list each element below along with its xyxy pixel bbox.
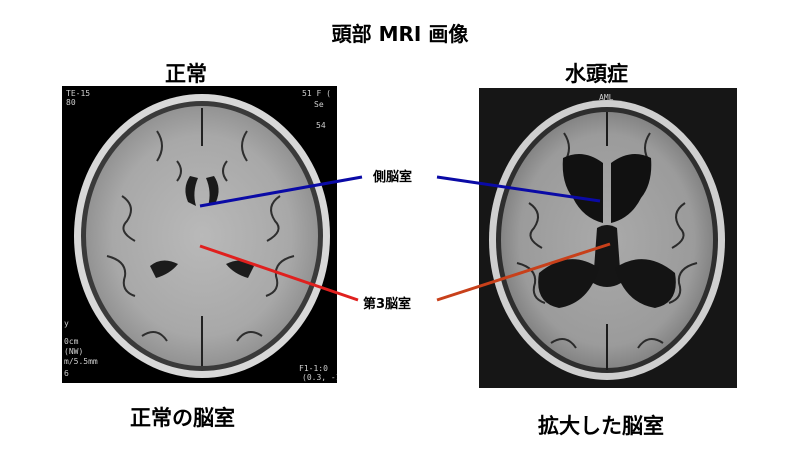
overlay-text-tr-1: 51 F ( bbox=[302, 89, 331, 98]
third-line-right bbox=[436, 242, 611, 302]
overlay-text-br-1: F1-1:0 bbox=[299, 364, 328, 373]
lateral-line-right bbox=[436, 175, 601, 203]
overlay-text-tl-1: TE-15 bbox=[66, 89, 90, 98]
overlay-text-bl-1: y bbox=[64, 319, 69, 328]
normal-brain-drawing: TE-15 80 51 F ( Se 54 y 0cm (NW) m/5.5mm… bbox=[64, 89, 337, 382]
overlay-text-bl-2: 0cm bbox=[64, 337, 79, 346]
normal-heading: 正常 bbox=[165, 62, 207, 86]
hydrocephalus-heading: 水頭症 bbox=[565, 62, 628, 86]
hydrocephalus-mri-image: AML bbox=[479, 88, 737, 388]
hydrocephalus-brain-drawing: AML bbox=[489, 93, 725, 380]
overlay-text-bl-4: m/5.5mm bbox=[64, 357, 98, 366]
overlay-text-bl-3: (NW) bbox=[64, 347, 83, 356]
overlay-text-top: AML bbox=[599, 93, 614, 102]
normal-ventricle-caption: 正常の脳室 bbox=[130, 406, 235, 430]
overlay-text-br-2: (0.3, -1 bbox=[302, 373, 337, 382]
third-ventricle-label: 第3脳室 bbox=[363, 297, 412, 312]
third-line-left bbox=[199, 244, 359, 302]
normal-mri-image: TE-15 80 51 F ( Se 54 y 0cm (NW) m/5.5mm… bbox=[62, 86, 337, 383]
lateral-line-left bbox=[199, 175, 363, 208]
overlay-text-tr-3: 54 bbox=[316, 121, 326, 130]
overlay-text-tr-2: Se bbox=[314, 100, 324, 109]
lateral-ventricle-label: 側脳室 bbox=[373, 170, 413, 185]
enlarged-ventricle-caption: 拡大した脳室 bbox=[538, 414, 664, 438]
overlay-text-bl-5: 6 bbox=[64, 369, 69, 378]
page-title: 頭部 MRI 画像 bbox=[331, 22, 469, 46]
overlay-text-tl-2: 80 bbox=[66, 98, 76, 107]
